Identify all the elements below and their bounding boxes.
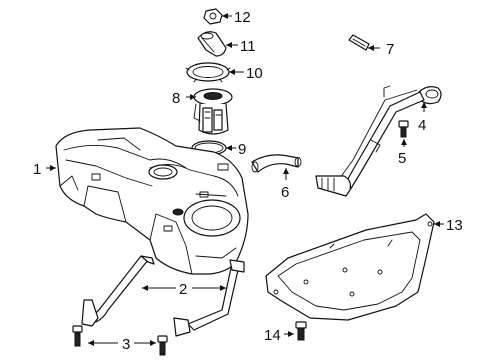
callout-8-label: 8 xyxy=(172,90,180,107)
callout-9-label: 9 xyxy=(238,141,246,158)
callout-3-label: 3 xyxy=(122,336,130,353)
callout-13: 13 xyxy=(434,217,463,234)
callout-10: 10 xyxy=(229,65,263,82)
callout-6-label: 6 xyxy=(281,184,289,201)
nut-icon xyxy=(203,8,223,25)
callout-3: 3 xyxy=(88,336,156,353)
vent-hose-icon xyxy=(251,154,302,173)
lock-ring-icon xyxy=(185,62,231,83)
callout-11-label: 11 xyxy=(240,38,256,55)
callout-8: 8 xyxy=(172,90,196,107)
callout-4-label: 4 xyxy=(418,117,426,134)
callout-6: 6 xyxy=(281,168,289,201)
fuel-line-clip-icon xyxy=(348,34,370,51)
pump-cover-icon xyxy=(197,31,227,57)
callout-1-label: 1 xyxy=(33,161,41,178)
callout-2-label: 2 xyxy=(179,281,187,298)
callout-14: 14 xyxy=(264,327,294,344)
fuel-pump-module-icon xyxy=(193,88,233,135)
callout-4: 4 xyxy=(418,102,427,134)
callout-12: 12 xyxy=(222,9,251,26)
callout-7-label: 7 xyxy=(386,41,394,58)
callout-10-label: 10 xyxy=(246,65,263,82)
callout-14-label: 14 xyxy=(264,327,281,344)
fuel-tank-icon xyxy=(55,127,249,275)
shield-bolt-icon xyxy=(295,321,307,341)
callout-12-label: 12 xyxy=(234,9,251,26)
callout-7: 7 xyxy=(368,41,394,58)
callout-1: 1 xyxy=(33,161,56,178)
filler-pipe-bolt-icon xyxy=(398,120,409,138)
callout-2: 2 xyxy=(142,281,226,298)
callout-5: 5 xyxy=(398,139,407,167)
callout-13-label: 13 xyxy=(446,217,463,234)
strap-bolt-icon xyxy=(72,325,168,356)
callout-9: 9 xyxy=(226,141,246,158)
filler-pipe-icon xyxy=(315,85,442,197)
callout-5-label: 5 xyxy=(398,150,406,167)
callout-11: 11 xyxy=(226,38,256,55)
tank-straps-icon xyxy=(81,255,245,337)
heat-shield-icon xyxy=(265,213,435,321)
